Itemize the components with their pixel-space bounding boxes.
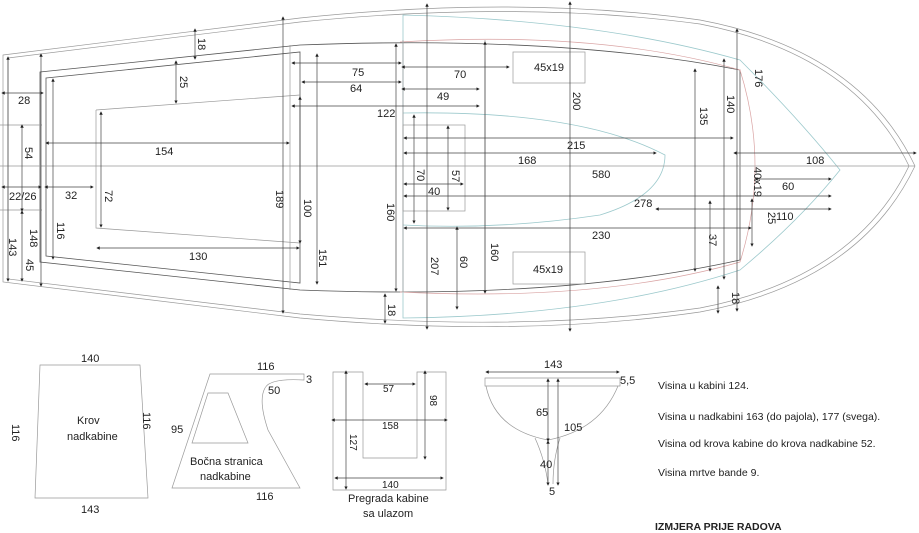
section-keel-width-dim: 5 xyxy=(549,486,555,498)
section-top-dim: 5,5 xyxy=(620,375,635,387)
dim-label: 70 xyxy=(414,169,426,181)
dim-label: 40x19 xyxy=(751,167,763,197)
bulkhead-inner-height-dim: 98 xyxy=(427,395,438,407)
roof-label: nadkabine xyxy=(67,431,118,443)
dim-label: 130 xyxy=(189,251,207,263)
dim-label: 45x19 xyxy=(533,264,563,276)
bulkhead-bottom-dim: 140 xyxy=(382,480,399,491)
note-line: Visina u nadkabini 163 (do pajola), 177 … xyxy=(658,411,880,423)
side-top-dim: 116 xyxy=(257,361,275,373)
dim-label: 18 xyxy=(195,38,207,50)
dim-label: 116 xyxy=(54,222,66,240)
dim-label: 160 xyxy=(488,243,500,261)
roof-left-dim: 116 xyxy=(9,424,21,442)
dimension-lines xyxy=(1,1,917,332)
section-depth-dim: 65 xyxy=(536,407,548,419)
dim-label: 110 xyxy=(776,211,794,223)
note-line: Visina od krova kabine do krova nadkabin… xyxy=(658,438,876,450)
roof-label: Krov xyxy=(77,415,100,427)
dim-label: 580 xyxy=(592,169,610,181)
dim-label: 122 xyxy=(377,108,395,120)
dim-label: 140 xyxy=(724,95,736,113)
bulkhead-piece: 57 98 158 127 140 Pregrada kabine sa ula… xyxy=(331,370,448,520)
dim-label: 57 xyxy=(449,170,461,182)
dim-label: 75 xyxy=(352,67,364,79)
plan-dimension-labels: 18 28 25 75 64 70 49 122 45x19 200 176 1… xyxy=(6,38,824,316)
side-curve-dim: 50 xyxy=(268,385,280,397)
dim-label: 28 xyxy=(18,95,30,107)
dim-label: 72 xyxy=(102,190,114,202)
side-tip-dim: 3 xyxy=(306,374,312,386)
hull-outline xyxy=(0,6,916,328)
roof-bottom-dim: 143 xyxy=(81,504,99,516)
dim-label: 148 xyxy=(27,229,39,247)
dim-label: 18 xyxy=(385,304,397,316)
cross-section-piece: 143 5,5 65 105 40 5 xyxy=(484,359,635,498)
side-label: Bočna stranica xyxy=(190,456,264,468)
dim-label: 278 xyxy=(634,198,652,210)
side-left-dim: 95 xyxy=(171,424,183,436)
dim-label: 135 xyxy=(697,107,709,125)
dim-label: 45 xyxy=(23,259,35,271)
section-width-dim: 143 xyxy=(544,359,562,371)
dim-label: 60 xyxy=(782,181,794,193)
dim-label: 200 xyxy=(570,92,582,110)
dim-label: 215 xyxy=(567,140,585,152)
dim-label: 25 xyxy=(177,76,189,88)
roof-top-dim: 140 xyxy=(81,353,99,365)
side-bottom-dim: 116 xyxy=(256,491,274,503)
dim-label: 40 xyxy=(428,186,440,198)
dim-label: 151 xyxy=(316,249,328,267)
side-label: nadkabine xyxy=(200,471,251,483)
drawing-title: IZMJERA PRIJE RADOVA xyxy=(655,521,782,533)
notes: Visina u kabini 124. Visina u nadkabini … xyxy=(655,380,880,533)
dim-label: 32 xyxy=(65,190,77,202)
bulkhead-opening-dim: 57 xyxy=(383,384,395,395)
dim-label: 49 xyxy=(437,91,449,103)
dim-label: 168 xyxy=(518,155,536,167)
dim-label: 54 xyxy=(22,147,34,159)
dim-label: 22/26 xyxy=(9,191,37,203)
bulkhead-label: Pregrada kabine xyxy=(348,493,429,505)
dim-label: 25 xyxy=(765,212,777,224)
dim-label: 160 xyxy=(384,203,396,221)
dim-label: 108 xyxy=(806,155,824,167)
dim-label: 64 xyxy=(350,83,362,95)
dim-label: 70 xyxy=(454,69,466,81)
dim-label: 37 xyxy=(706,234,718,246)
dim-label: 176 xyxy=(752,69,764,87)
dim-label: 100 xyxy=(301,199,313,217)
side-panel-piece: 116 3 50 95 Bočna stranica nadkabine 116 xyxy=(171,361,312,503)
dim-label: 45x19 xyxy=(534,62,564,74)
note-line: Visina mrtve bande 9. xyxy=(658,467,759,479)
bulkhead-width-dim: 158 xyxy=(382,421,399,432)
note-line: Visina u kabini 124. xyxy=(658,380,749,392)
dim-label: 230 xyxy=(592,230,610,242)
dim-label: 18 xyxy=(729,292,741,304)
bulkhead-height-dim: 127 xyxy=(347,434,358,451)
section-keel-dim: 40 xyxy=(540,459,552,471)
roof-piece: 140 116 116 Krov nadkabine 143 xyxy=(9,353,152,516)
bulkhead-label: sa ulazom xyxy=(363,508,413,520)
dim-label: 154 xyxy=(155,146,173,158)
dim-label: 189 xyxy=(273,190,285,208)
dim-label: 143 xyxy=(6,238,18,256)
dim-label: 207 xyxy=(428,257,440,275)
dim-label: 60 xyxy=(457,256,469,268)
roof-right-dim: 116 xyxy=(140,412,152,430)
section-total-dim: 105 xyxy=(564,422,582,434)
